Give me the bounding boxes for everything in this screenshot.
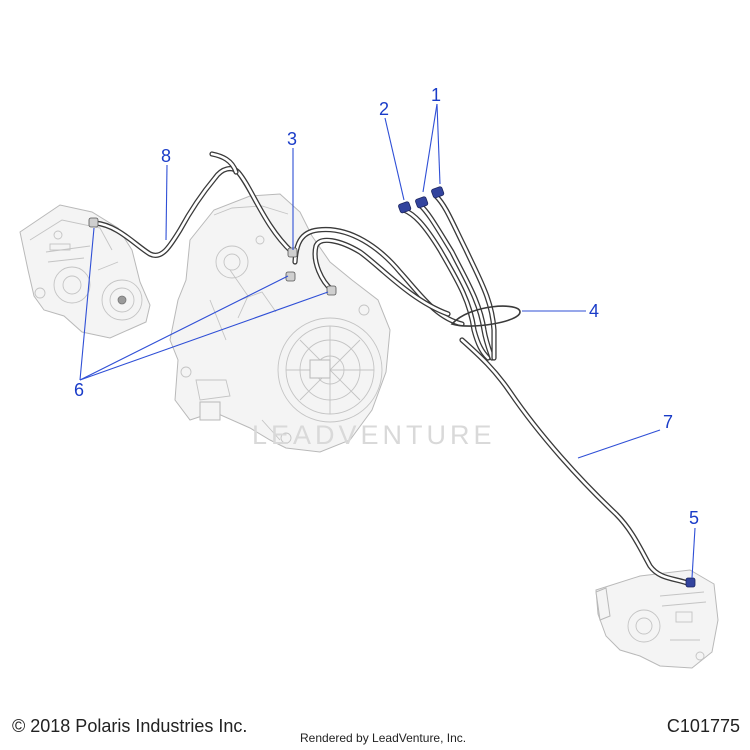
callout-labels: 1 2 3 4 5 6 7 8 (74, 85, 699, 528)
rendered-by-text: Rendered by LeadVenture, Inc. (300, 731, 467, 745)
hose-clamps (88, 217, 696, 588)
watermark: LEADVENTURE (252, 420, 496, 450)
vent-tubes (92, 151, 693, 587)
callout-5: 5 (689, 508, 699, 528)
callout-2: 2 (379, 99, 389, 119)
leader-lines (79, 103, 696, 579)
routing-clip (450, 305, 521, 327)
callout-8: 8 (161, 146, 171, 166)
callout-7: 7 (663, 412, 673, 432)
callout-1: 1 (431, 85, 441, 105)
vent-fittings (398, 186, 445, 214)
callout-3: 3 (287, 129, 297, 149)
transmission (169, 193, 391, 453)
callout-4: 4 (589, 301, 599, 321)
figure-code: C101775 (666, 716, 740, 736)
copyright-text: © 2018 Polaris Industries Inc. (12, 716, 248, 736)
callout-6: 6 (74, 380, 84, 400)
front-gearcase (595, 569, 719, 669)
rear-gearcase-left (19, 204, 151, 339)
